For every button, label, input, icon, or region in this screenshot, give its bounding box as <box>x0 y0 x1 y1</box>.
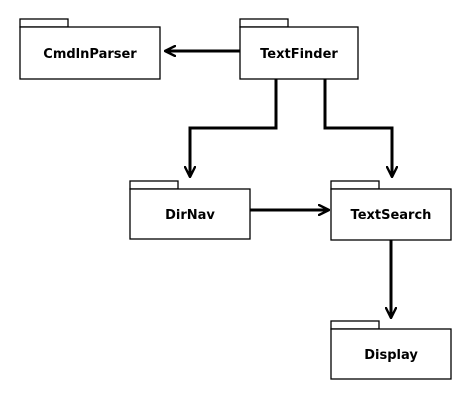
package-tab <box>330 320 380 330</box>
package-body <box>19 26 161 80</box>
package-tab <box>129 180 179 190</box>
package-tab <box>239 18 289 28</box>
package-textfinder[interactable]: TextFinder <box>239 18 359 80</box>
package-label: CmdlnParser <box>43 47 137 62</box>
package-body <box>330 328 452 380</box>
dependency-arrow-textfinder-to-textsearch <box>323 79 392 177</box>
package-body <box>239 26 359 80</box>
package-textsearch[interactable]: TextSearch <box>330 180 452 241</box>
package-cmdlnparser[interactable]: CmdlnParser <box>19 18 161 80</box>
package-body <box>129 188 251 240</box>
package-body <box>330 188 452 241</box>
dependency-arrows <box>165 51 392 318</box>
package-label: Display <box>364 348 418 363</box>
package-label: DirNav <box>165 208 215 223</box>
package-tab <box>19 18 69 28</box>
dependency-arrow-textfinder-to-dirnav <box>190 79 278 177</box>
package-display[interactable]: Display <box>330 320 452 380</box>
package-dirnav[interactable]: DirNav <box>129 180 251 240</box>
package-tab <box>330 180 380 190</box>
package-label: TextSearch <box>351 208 432 223</box>
package-label: TextFinder <box>260 47 338 62</box>
